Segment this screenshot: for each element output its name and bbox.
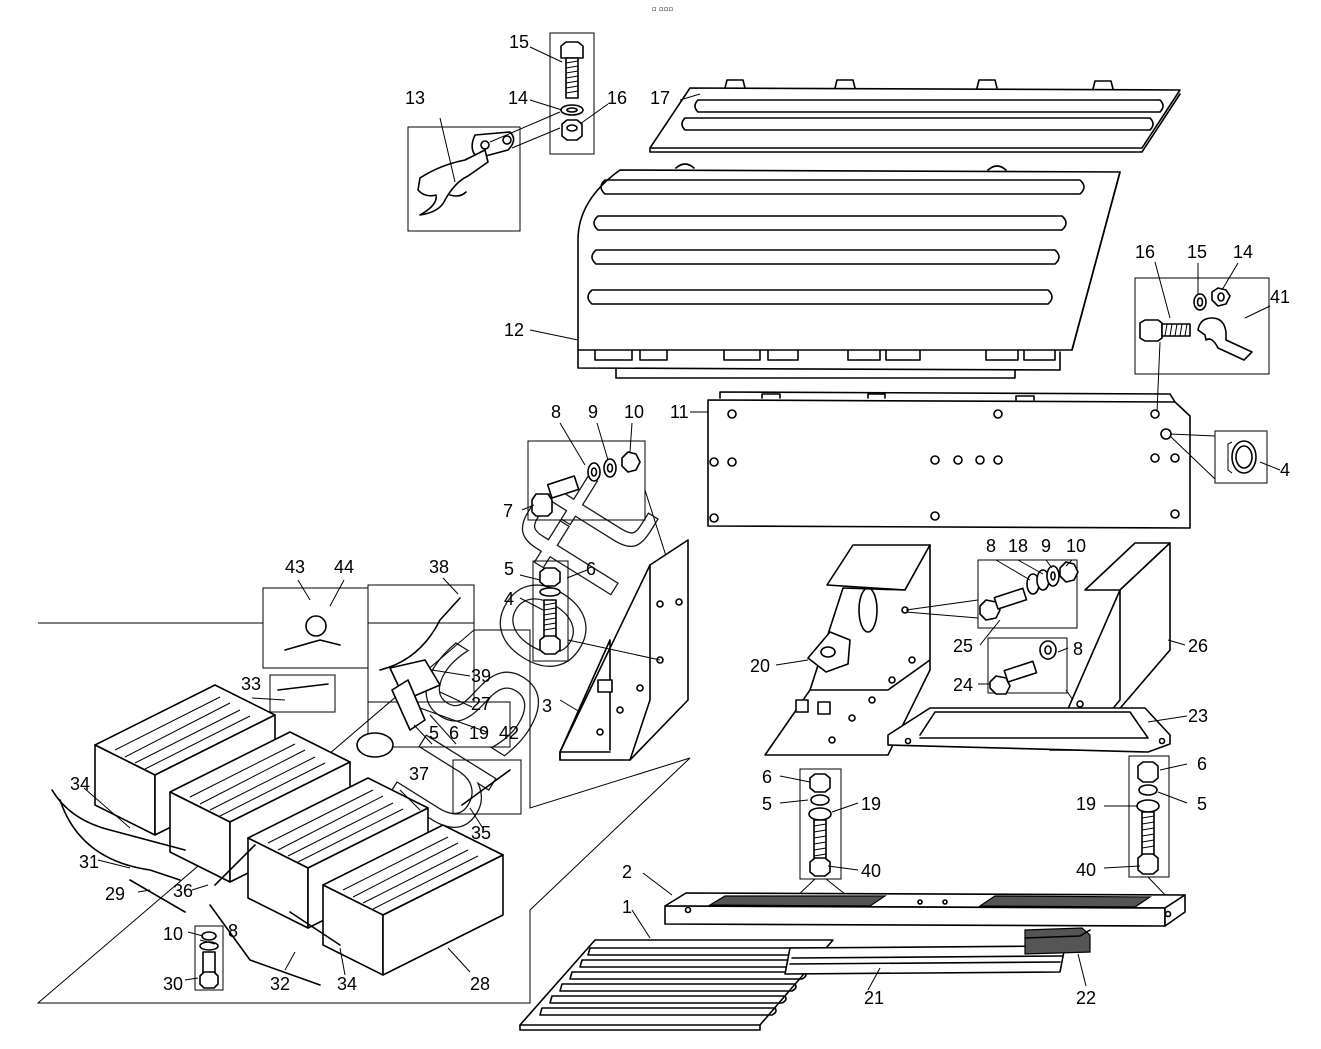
label-4b: 4 (504, 589, 514, 609)
label-19c: 19 (469, 723, 489, 743)
battery-box-cover (577, 163, 1121, 379)
label-43: 43 (285, 557, 305, 577)
label-4: 4 (1280, 460, 1290, 480)
detail-bolt-set-left (527, 440, 681, 601)
detail-bolt-set-top (489, 32, 595, 155)
label-8d: 8 (228, 921, 238, 941)
label-16b: 16 (1135, 242, 1155, 262)
label-12: 12 (504, 320, 524, 340)
label-38: 38 (429, 557, 449, 577)
label-31: 31 (79, 852, 99, 872)
stud-set-middle (794, 768, 851, 899)
label-22: 22 (1076, 988, 1096, 1008)
label-21: 21 (864, 988, 884, 1008)
label-42: 42 (499, 723, 519, 743)
label-17: 17 (650, 88, 670, 108)
label-18: 18 (1008, 536, 1028, 556)
frame-rail (664, 892, 1186, 927)
label-8: 8 (551, 402, 561, 422)
label-6b: 6 (762, 767, 772, 787)
label-29: 29 (105, 884, 125, 904)
label-26: 26 (1188, 636, 1208, 656)
detail-grommet (1169, 430, 1268, 484)
stud-set-right (1128, 755, 1170, 899)
label-30: 30 (163, 974, 183, 994)
label-34b: 34 (337, 974, 357, 994)
label-27: 27 (471, 694, 491, 714)
label-9: 9 (588, 402, 598, 422)
battery-switch (284, 615, 441, 758)
label-19b: 19 (1076, 794, 1096, 814)
cables (51, 597, 511, 986)
label-35: 35 (471, 823, 491, 843)
label-34: 34 (70, 774, 90, 794)
label-25: 25 (953, 636, 973, 656)
label-8c: 8 (1073, 639, 1083, 659)
label-39: 39 (471, 666, 491, 686)
label-5c: 5 (1197, 794, 1207, 814)
label-15: 15 (509, 32, 529, 52)
detail-bolt-set-right (905, 559, 1079, 629)
label-20: 20 (750, 656, 770, 676)
battery-section-frame (36, 584, 691, 1004)
label-10: 10 (624, 402, 644, 422)
plate-holes (709, 409, 1180, 523)
label-41: 41 (1270, 287, 1290, 307)
detail-clamp-set (1134, 277, 1270, 413)
label-32: 32 (270, 974, 290, 994)
label-2: 2 (622, 862, 632, 882)
detail-latch (407, 126, 521, 232)
label-13: 13 (405, 88, 425, 108)
battery-box-lid (649, 79, 1181, 153)
label-6c: 6 (1197, 754, 1207, 774)
label-19: 19 (861, 794, 881, 814)
label-5d: 5 (429, 723, 439, 743)
label-10c: 10 (163, 924, 183, 944)
label-14: 14 (508, 88, 528, 108)
label-10b: 10 (1066, 536, 1086, 556)
label-36: 36 (173, 881, 193, 901)
step-rail (784, 945, 1066, 975)
label-7: 7 (503, 501, 513, 521)
label-9b: 9 (1041, 536, 1051, 556)
detail-bolt-washer (987, 637, 1081, 711)
label-37: 37 (409, 764, 429, 784)
label-11: 11 (670, 402, 689, 422)
label-5: 5 (504, 559, 514, 579)
bracket-left (559, 539, 689, 761)
label-5b: 5 (762, 794, 772, 814)
leader-lines (83, 46, 1281, 991)
label-15b: 15 (1187, 242, 1207, 262)
page-mark: ▫ ▫▫▫ (652, 5, 673, 13)
label-16: 16 (607, 88, 627, 108)
callout-labels: 15 14 16 13 17 12 16 15 14 41 8 9 10 11 … (70, 32, 1290, 1008)
detail-stud-set (532, 560, 661, 662)
mounting-plate (707, 391, 1191, 529)
label-14b: 14 (1233, 242, 1253, 262)
step-plate (519, 939, 834, 1031)
label-33: 33 (241, 674, 261, 694)
label-44: 44 (334, 557, 354, 577)
label-40b: 40 (1076, 860, 1096, 880)
label-23: 23 (1188, 706, 1208, 726)
bracket-middle (764, 544, 931, 756)
label-6: 6 (586, 559, 596, 579)
label-6d: 6 (449, 723, 459, 743)
label-3: 3 (542, 696, 552, 716)
label-24: 24 (953, 675, 973, 695)
batteries (94, 684, 504, 976)
label-28: 28 (470, 974, 490, 994)
label-40: 40 (861, 861, 881, 881)
base-rail (887, 707, 1171, 753)
label-1: 1 (622, 897, 632, 917)
label-8b: 8 (986, 536, 996, 556)
rubber-pad (1024, 927, 1091, 955)
